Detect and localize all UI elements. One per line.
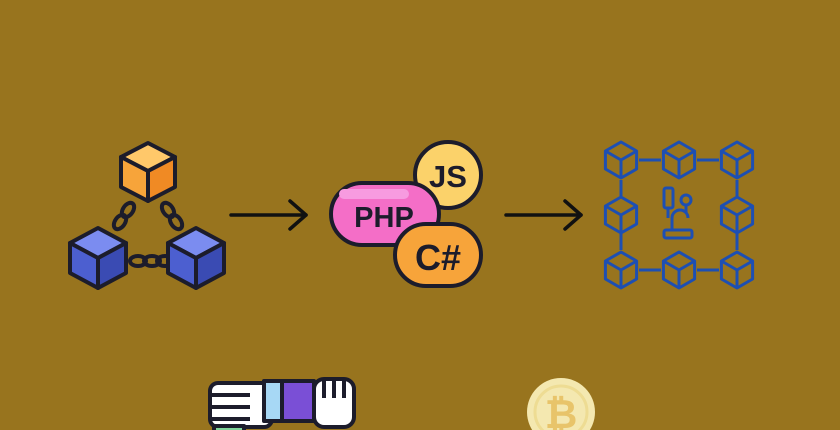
programming-languages-icon: JS PHP C# xyxy=(329,140,483,288)
bitcoin-coin-icon: ₿ xyxy=(527,378,595,430)
arrow-right-icon xyxy=(229,199,308,231)
bottom-right-cube xyxy=(166,226,226,290)
js-label: JS xyxy=(429,159,467,194)
php-label: PHP xyxy=(354,202,414,234)
grid-cube-icon xyxy=(661,250,697,290)
bitcoin-symbol: ₿ xyxy=(545,392,578,430)
bottom-left-cube xyxy=(68,226,128,290)
top-cube xyxy=(119,141,177,203)
grid-cube-icon xyxy=(719,140,755,180)
arrow-right-icon-2 xyxy=(504,199,583,231)
grid-cube-icon xyxy=(603,250,639,290)
csharp-pill: C# xyxy=(393,222,483,288)
grid-cube-icon xyxy=(603,140,639,180)
grid-cube-icon xyxy=(603,195,639,235)
handshake-icon xyxy=(208,377,356,430)
blockchain-smart-contract-icon xyxy=(603,140,755,290)
grid-cube-icon xyxy=(719,250,755,290)
grid-cube-icon xyxy=(661,140,697,180)
csharp-label: C# xyxy=(415,237,461,278)
blockchain-network-icon xyxy=(68,141,226,290)
grid-cube-icon xyxy=(719,195,755,235)
microscope-icon xyxy=(662,186,694,240)
